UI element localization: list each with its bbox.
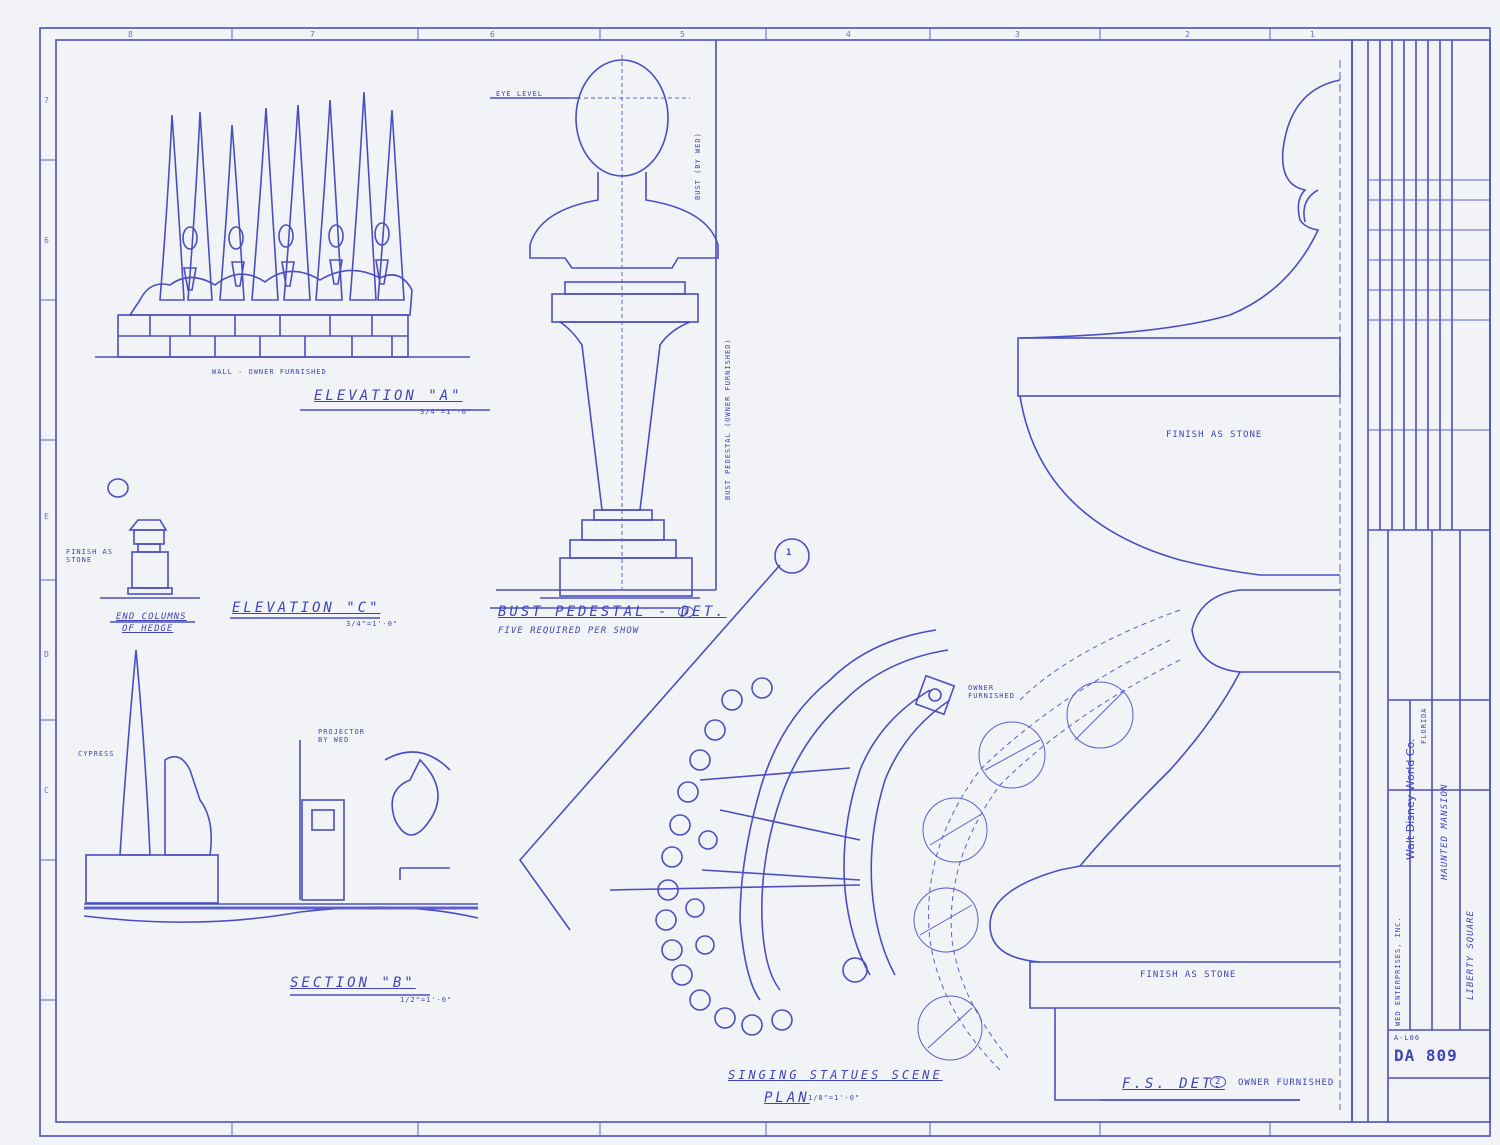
fs-detail-number: 2 [1210, 1076, 1227, 1088]
projector-note: PROJECTOR BY WED [318, 728, 365, 744]
finish-stone-upper: FINISH AS STONE [1166, 430, 1263, 440]
grid-label-side: D [44, 650, 49, 659]
grid-label-top: 1 [1310, 30, 1315, 39]
elevation-a-scale: 3/4"=1'-0" [420, 408, 473, 416]
grid-label-side: C [44, 786, 49, 795]
section-b-scale: 1/2"=1'-0" [400, 996, 453, 1004]
eye-level-note: EYE LEVEL [496, 90, 543, 98]
five-required-note: FIVE REQUIRED PER SHOW [498, 626, 640, 636]
bust-pedestal-title: BUST PEDESTAL - DET. [498, 604, 727, 620]
title-block-project: HAUNTED MANSION [1440, 783, 1450, 880]
end-columns-label: END COLUMNS [116, 612, 187, 622]
fs-detail-title: F.S. DET. [1122, 1076, 1225, 1092]
title-block-sheet-prefix: A-L06 [1394, 1034, 1421, 1042]
plan-owner-furnished-note: OWNER FURNISHED [968, 684, 1015, 700]
bust-pedestal-detail-number: 1 [678, 606, 695, 618]
elevation-c-scale: 3/4"=1'-0" [346, 620, 399, 628]
grid-label-top: 4 [846, 30, 851, 39]
wall-note: WALL - OWNER FURNISHED [212, 368, 327, 376]
title-block-sheet-id: DA 809 [1394, 1046, 1458, 1065]
title-block-location: FLORIDA [1420, 707, 1428, 744]
plan-title: PLAN [764, 1090, 810, 1106]
title-block-company: WED ENTERPRISES, INC. [1394, 916, 1402, 1026]
bust-note: BUST (BY WED) [694, 132, 702, 200]
grid-label-side: 7 [44, 96, 49, 105]
grid-label-top: 7 [310, 30, 315, 39]
detail-callout-number: 1 [786, 548, 793, 558]
grid-label-top: 2 [1185, 30, 1190, 39]
grid-label-top: 3 [1015, 30, 1020, 39]
title-block-area: LIBERTY SQUARE [1466, 910, 1476, 1000]
grid-label-side: 6 [44, 236, 49, 245]
elevation-a-title: ELEVATION "A" [314, 388, 463, 404]
finish-stone-lower: FINISH AS STONE [1140, 970, 1237, 980]
cypress-note: CYPRESS [78, 750, 115, 758]
grid-label-top: 8 [128, 30, 133, 39]
pedestal-note: BUST PEDESTAL (OWNER FURNISHED) [724, 338, 732, 500]
section-b-title: SECTION "B" [290, 975, 416, 991]
of-hedge-label: OF HEDGE [122, 624, 174, 634]
grid-label-side: E [44, 512, 49, 521]
finish-stone-c-note: FINISH AS STONE [66, 548, 113, 564]
grid-label-top: 6 [490, 30, 495, 39]
fs-owner-furnished: OWNER FURNISHED [1238, 1078, 1335, 1088]
plan-scene-title: SINGING STATUES SCENE [728, 1068, 943, 1082]
grid-label-top: 5 [680, 30, 685, 39]
plan-scale: 1/8"=1'-0" [808, 1094, 861, 1102]
elevation-c-title: ELEVATION "C" [232, 600, 381, 616]
title-block-client: Walt Disney World Co. [1404, 738, 1417, 860]
